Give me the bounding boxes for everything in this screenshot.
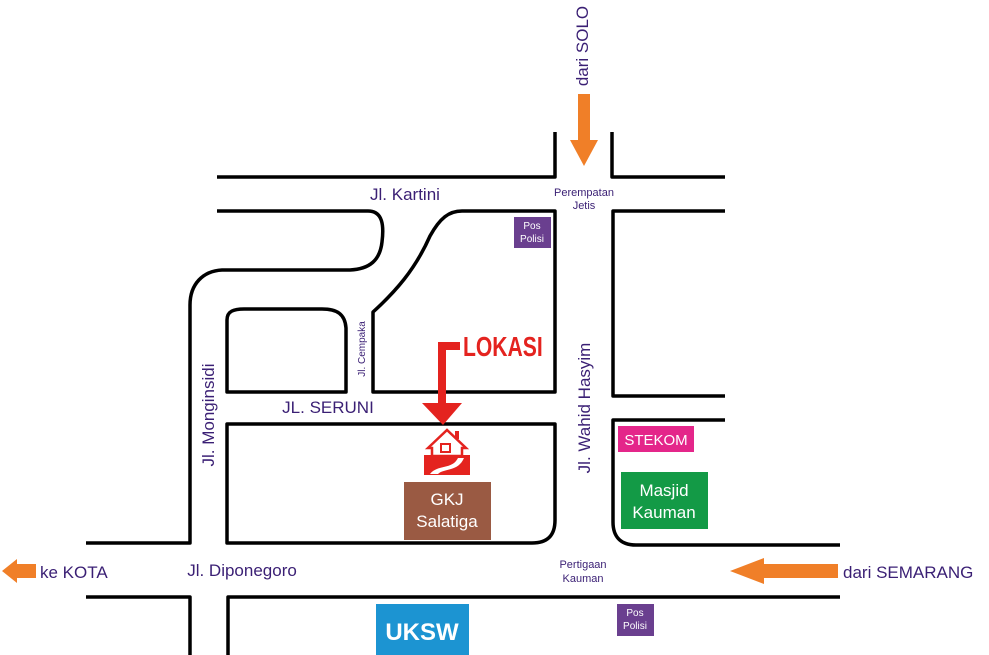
label-to-kota: ke KOTA: [40, 563, 108, 582]
street-label-kartini: Jl. Kartini: [370, 185, 440, 204]
street-label-diponegoro: Jl. Diponegoro: [187, 561, 297, 580]
road-edge-kartini-north-west: [217, 132, 557, 179]
arrow-from-semarang: [730, 558, 838, 584]
intersection-label-kauman-line1: Pertigaan: [559, 559, 606, 571]
road-edge-diponegoro-south-east: [226, 595, 840, 655]
lokasi-arrow: [422, 342, 462, 425]
intersection-label-kauman-line2: Kauman: [563, 573, 604, 585]
stekom: STEKOM: [618, 426, 694, 452]
masjid-label-line1: Masjid: [639, 481, 688, 500]
masjid-kauman: Masjid Kauman: [621, 472, 708, 529]
street-label-seruni: JL. SERUNI: [282, 398, 374, 417]
uksw: UKSW: [376, 604, 469, 655]
label-from-solo: dari SOLO: [573, 6, 592, 86]
road-edge-wahid-hasyim-west-upper: [371, 209, 557, 394]
arrow-from-solo: [570, 94, 598, 166]
arrow-left-icon: [730, 558, 838, 584]
intersection-label-jetis-line2: Jetis: [573, 200, 596, 212]
intersection-kauman: Pertigaan Kauman: [559, 559, 606, 585]
masjid-label-line2: Kauman: [632, 503, 695, 522]
road-network: [86, 132, 840, 655]
lokasi-label: LOKASI: [463, 332, 543, 362]
road-edge-diponegoro-south-west: [86, 595, 192, 655]
pos-polisi-label-line1: Pos: [626, 608, 643, 619]
pos-polisi-label-line2: Polisi: [623, 621, 647, 632]
pos-polisi-label-line1: Pos: [523, 221, 540, 232]
arrow-down-icon: [422, 342, 462, 425]
uksw-label: UKSW: [385, 619, 459, 646]
label-from-semarang: dari SEMARANG: [843, 563, 973, 582]
gkj-label-line1: GKJ: [430, 490, 463, 509]
arrow-left-icon: [2, 559, 36, 583]
street-label-monginsidi: Jl. Monginsidi: [199, 364, 218, 467]
pos-polisi-jetis: Pos Polisi: [514, 217, 551, 248]
street-label-wahid-hasyim: Jl. Wahid Hasyim: [575, 343, 594, 474]
road-edge-kartini-north-east: [610, 132, 725, 179]
block-monginsidi-cempaka: [225, 307, 348, 394]
gkj-salatiga: GKJ Salatiga: [404, 482, 491, 540]
pos-polisi-kauman: Pos Polisi: [617, 604, 654, 636]
arrow-down-icon: [570, 94, 598, 166]
pos-polisi-label-line2: Polisi: [520, 234, 544, 245]
stekom-label: STEKOM: [624, 432, 687, 449]
arrow-to-kota: [2, 559, 36, 583]
block-masjid: [611, 418, 840, 547]
road-edge-kartini-south-west: [86, 209, 385, 545]
block-gkj: [225, 422, 557, 545]
intersection-label-jetis-line1: Perempatan: [554, 187, 614, 199]
house-icon: [424, 428, 470, 475]
intersection-jetis: Perempatan Jetis: [554, 187, 614, 212]
street-label-cempaka: Jl. Cempaka: [357, 321, 368, 377]
gkj-label-line2: Salatiga: [416, 512, 478, 531]
road-edge-kartini-south-east: [611, 209, 725, 398]
